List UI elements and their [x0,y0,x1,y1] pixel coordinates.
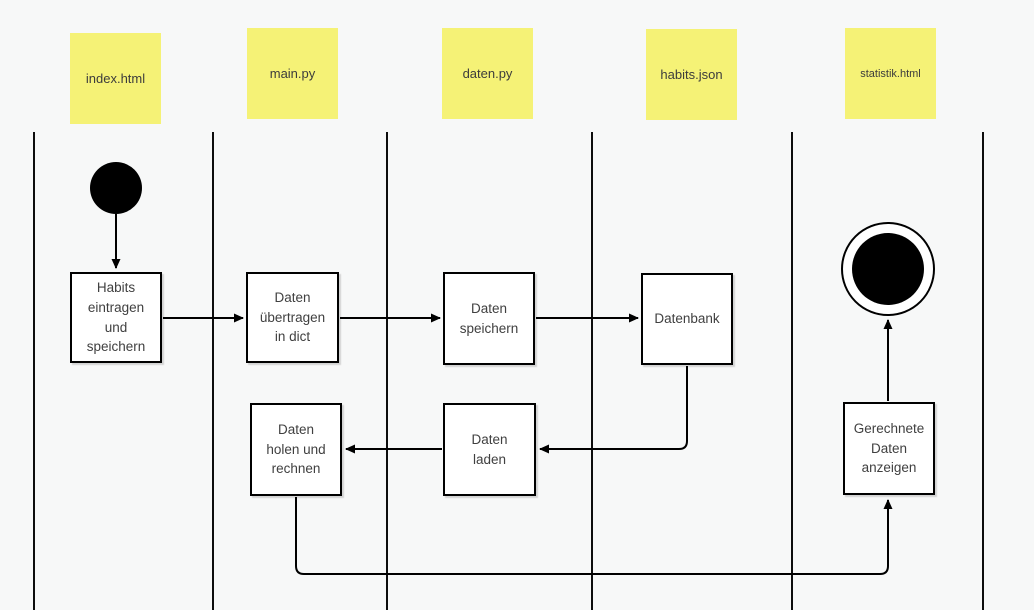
sticky-note-index-html[interactable]: index.html [70,33,161,124]
sticky-note-label: daten.py [462,66,513,81]
sticky-note-habits-json[interactable]: habits.json [646,29,737,120]
start-node[interactable] [90,162,142,214]
activity-box-daten-laden[interactable]: Daten laden [443,403,536,496]
activity-box-label: Habits eintragen und speichern [86,280,146,355]
arrow-daten-holen-to-gerechnete-daten [295,497,893,575]
sticky-note-label: statistik.html [860,67,921,80]
sticky-note-main-py[interactable]: main.py [247,28,338,119]
activity-box-gerechnete-daten[interactable]: Gerechnete Daten anzeigen [843,402,935,495]
activity-box-daten-speichern[interactable]: Daten speichern [443,272,535,365]
activity-box-label: Daten laden [471,431,508,467]
activity-box-label: Gerechnete Daten anzeigen [853,421,925,476]
arrow-datenbank-to-daten-laden [539,366,688,454]
sticky-note-statistik-html[interactable]: statistik.html [845,28,936,119]
activity-box-label: Daten speichern [459,300,519,336]
activity-box-daten-holen[interactable]: Daten holen und rechnen [250,403,342,496]
activity-box-datenbank[interactable]: Datenbank [641,273,733,365]
sticky-note-label: main.py [269,66,316,81]
sticky-note-label: habits.json [660,67,723,82]
activity-box-label: Daten holen und rechnen [266,422,326,477]
sticky-note-daten-py[interactable]: daten.py [442,28,533,119]
end-node[interactable] [841,222,935,316]
activity-box-daten-uebertragen[interactable]: Daten übertragen in dict [246,272,339,363]
activity-box-habits-eintragen[interactable]: Habits eintragen und speichern [70,272,162,363]
end-node-inner-dot [852,233,924,305]
activity-box-label: Daten übertragen in dict [259,290,326,345]
activity-box-label: Datenbank [654,311,720,327]
sticky-note-label: index.html [85,71,146,86]
